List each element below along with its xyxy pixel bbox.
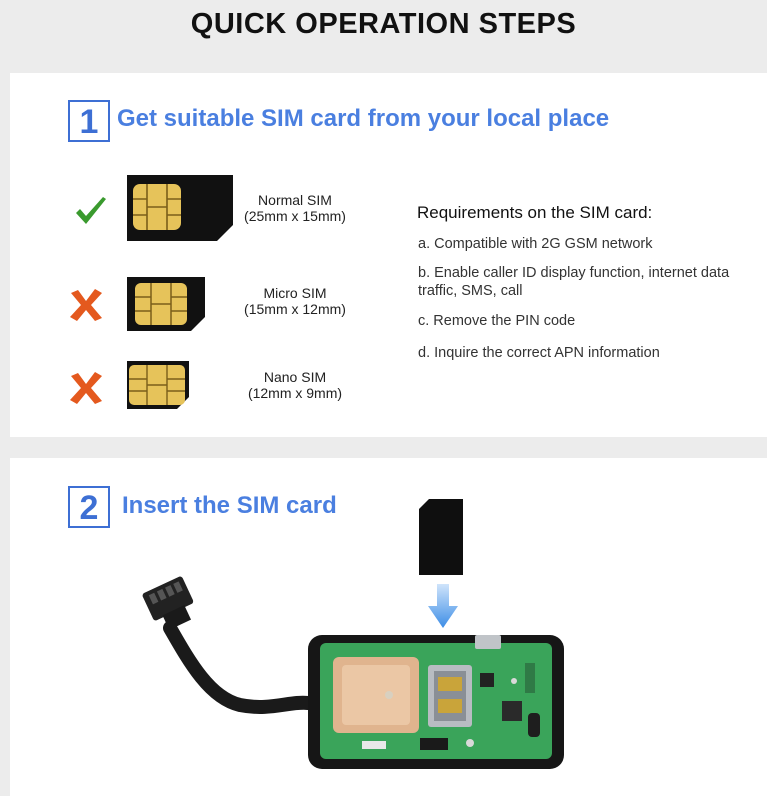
- requirements-title: Requirements on the SIM card:: [417, 203, 653, 222]
- sim-size: (15mm x 12mm): [244, 301, 346, 317]
- step2-title: Insert the SIM card: [122, 492, 337, 519]
- nano-sim-icon: [127, 361, 189, 409]
- sim-name: Nano SIM: [263, 369, 327, 385]
- page-title: QUICK OPERATION STEPS: [190, 8, 577, 40]
- sim-card-icon: [419, 499, 463, 575]
- step1-number: 1: [68, 100, 110, 142]
- step1-title: Get suitable SIM card from your local pl…: [117, 105, 610, 132]
- step1-panel: 1 Get suitable SIM card from your local …: [10, 73, 767, 437]
- sim-size: (25mm x 15mm): [244, 208, 346, 224]
- check-icon: [76, 197, 106, 224]
- step2-panel: 2 Insert the SIM card: [10, 458, 767, 796]
- normal-sim-icon: [127, 175, 233, 241]
- cross-icon: [70, 289, 102, 321]
- sim-name: Normal SIM: [258, 192, 332, 208]
- gps-tracker-device: [142, 576, 564, 769]
- requirement-item: c. Remove the PIN code: [418, 313, 576, 329]
- step2-number: 2: [68, 486, 110, 528]
- cross-icon: [70, 372, 102, 404]
- requirement-item: a. Compatible with 2G GSM network: [418, 236, 653, 252]
- micro-sim-icon: [127, 277, 205, 331]
- arrow-down-icon: [428, 584, 458, 628]
- requirement-item: d. Inquire the correct APN information: [418, 345, 660, 361]
- requirement-item: b. Enable caller ID display function, in…: [418, 265, 730, 299]
- sim-name: Micro SIM: [263, 285, 327, 301]
- sim-size: (12mm x 9mm): [247, 385, 343, 401]
